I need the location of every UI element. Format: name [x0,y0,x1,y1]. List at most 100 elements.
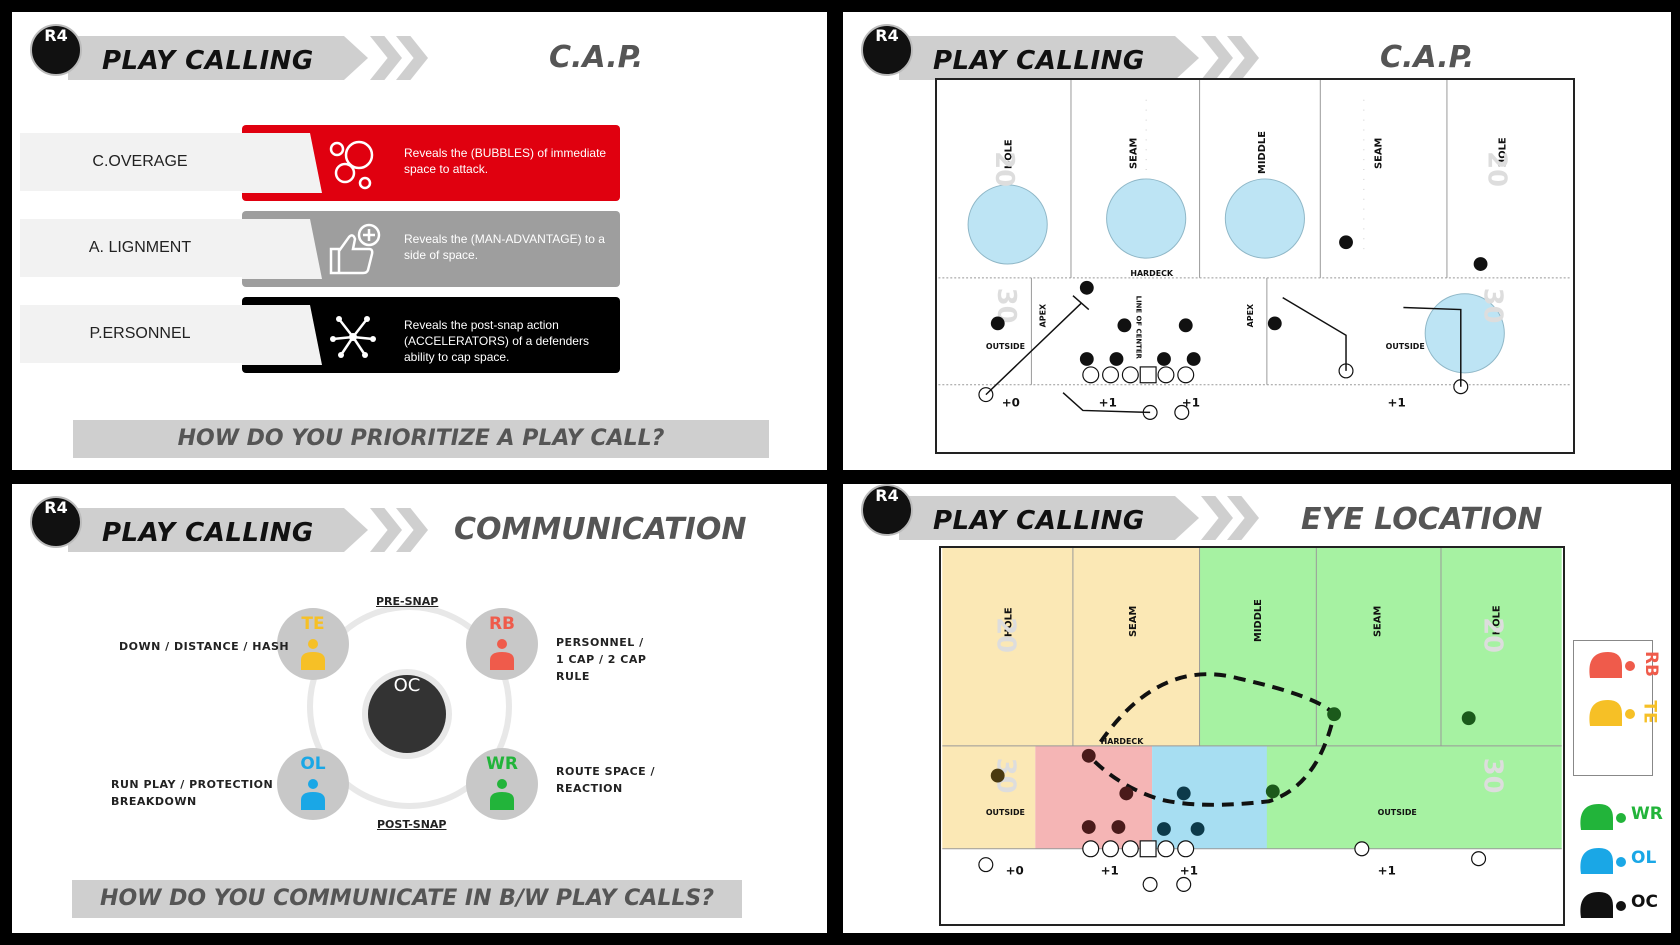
legend-label: TE [1639,700,1660,724]
outside-label: OUTSIDE [986,808,1025,817]
zone-label-seam: SEAM [1128,138,1139,169]
eye-location-panel: R4 PLAY CALLING EYE LOCATION HOLE SEAM M… [843,484,1671,933]
zone-label-hole: HOLE [1491,605,1502,635]
role-wr: WR [466,748,538,820]
network-icon [330,316,376,358]
r4-logo: R4 [861,24,913,76]
role-label: TE [301,614,325,634]
post-snap-label: POST-SNAP [377,818,447,831]
legend-wr: WR [1577,800,1671,834]
yard-number: 20 [1481,151,1511,187]
person-icon [490,639,514,670]
cap-description: Reveals the (BUBBLES) of immediate space… [404,146,607,176]
cap-label: C.OVERAGE [92,153,188,170]
logo-text: R4 [44,26,68,45]
cap-description: Reveals the (MAN-ADVANTAGE) to a side of… [404,232,605,262]
slide-question: HOW DO YOU PRIORITIZE A PLAY CALL? [73,420,769,458]
header-bar [68,508,368,552]
wr-description: ROUTE SPACE /REACTION [556,765,656,795]
helmet-icon [1580,892,1626,918]
cap-label: P.ERSONNEL [89,325,191,342]
chevron-icon [370,508,402,552]
legend-label: WR [1631,804,1663,824]
zone-label-seam: SEAM [1373,606,1384,637]
hardeck-label: HARDECK [1130,269,1174,278]
plus0-label: +0 [1002,395,1020,409]
football-field-diagram: HOLE SEAM MIDDLE SEAM HOLE HARDECK OUTSI… [935,78,1575,454]
outside-label: OUTSIDE [986,342,1025,351]
legend-te: TE [1586,696,1671,730]
helmet-icon [1589,700,1635,726]
legend-ol: OL [1577,844,1671,878]
slide-header: R4 PLAY CALLING [861,24,1301,80]
role-label: RB [488,614,516,634]
slide-header: R4 PLAY CALLING [861,484,1301,540]
outside-label: OUTSIDE [1386,342,1425,351]
communication-ring [307,604,512,809]
cap-description: Reveals the post-snap action (ACCELERATO… [404,318,589,364]
header-title: PLAY CALLING [933,46,1145,76]
slide-subtitle: COMMUNICATION [454,512,747,547]
role-te: TE [277,608,349,680]
plus1-label: +1 [1182,395,1200,409]
apex-label: APEX [1038,304,1047,327]
plus1-label: +1 [1101,864,1119,878]
legend-box [1573,640,1653,776]
oc-center: OC [362,669,452,759]
plus1-label: +1 [1378,864,1396,878]
eye-location-field-diagram: HOLE SEAM MIDDLE SEAM HOLE HARDECK OUTSI… [939,546,1565,926]
person-icon [301,779,325,810]
person-icon [490,779,514,810]
zone-label-seam: SEAM [1374,138,1385,169]
legend-label: OC [1631,892,1658,912]
cap-row-personnel: P.ERSONNEL Reveals the post-snap action … [20,297,620,373]
r4-logo: R4 [861,484,913,536]
helmet-icon [1580,804,1626,830]
cap-slide-panel: R4 PLAY CALLING C.A.P. C.OVERAGE Reveals… [12,12,827,470]
zone-label-middle: MIDDLE [1257,131,1268,174]
line-of-center-label: LINE OF CENTER [1134,296,1142,360]
slide-question: HOW DO YOU COMMUNICATE IN B/W PLAY CALLS… [72,880,742,918]
helmet-icon [1580,848,1626,874]
slide-subtitle: EYE LOCATION [1301,502,1543,537]
slide-header: R4 PLAY CALLING [30,496,470,552]
plus1-label: +1 [1099,395,1117,409]
zone-label-hole: HOLE [1004,607,1015,637]
logo-text: R4 [875,486,899,505]
chevron-icon [1201,496,1233,540]
communication-panel: R4 PLAY CALLING COMMUNICATION OC TE RB O… [12,484,827,933]
legend-label: OL [1631,848,1657,868]
role-label: WR [486,754,518,774]
helmet-icon [1589,652,1635,678]
logo-text: R4 [44,498,68,517]
slide-subtitle: C.A.P. [1380,40,1475,75]
outside-label: OUTSIDE [1378,808,1417,817]
pre-snap-label: PRE-SNAP [376,595,439,608]
thumb-plus-icon [329,223,381,275]
header-title: PLAY CALLING [102,46,314,76]
cap-row-coverage: C.OVERAGE Reveals the (BUBBLES) of immed… [20,125,620,201]
person-icon [301,639,325,670]
cap-field-panel: R4 PLAY CALLING C.A.P. HOLE SEAM MID [843,12,1671,470]
r4-logo: R4 [30,496,82,548]
cap-row-alignment: A. LIGNMENT Reveals the (MAN-ADVANTAGE) … [20,211,620,287]
header-bar [899,36,1199,80]
header-bar [899,496,1199,540]
zone-label-middle: MIDDLE [1253,599,1264,642]
hardeck-label: HARDECK [1101,737,1145,746]
bubbles-icon [329,140,374,190]
role-label: OL [300,754,326,774]
yard-number: 30 [1478,288,1508,324]
slide-subtitle: C.A.P. [549,40,644,75]
zone-label-hole: HOLE [1004,139,1015,169]
logo-text: R4 [875,26,899,45]
role-ol: OL [277,748,349,820]
yard-number: 30 [1478,758,1508,794]
legend-label: RB [1641,650,1662,678]
yard-number: 20 [989,151,1019,187]
zone-label-hole: HOLE [1497,137,1508,167]
header-title: PLAY CALLING [102,518,314,548]
plus1-label: +1 [1388,395,1406,409]
